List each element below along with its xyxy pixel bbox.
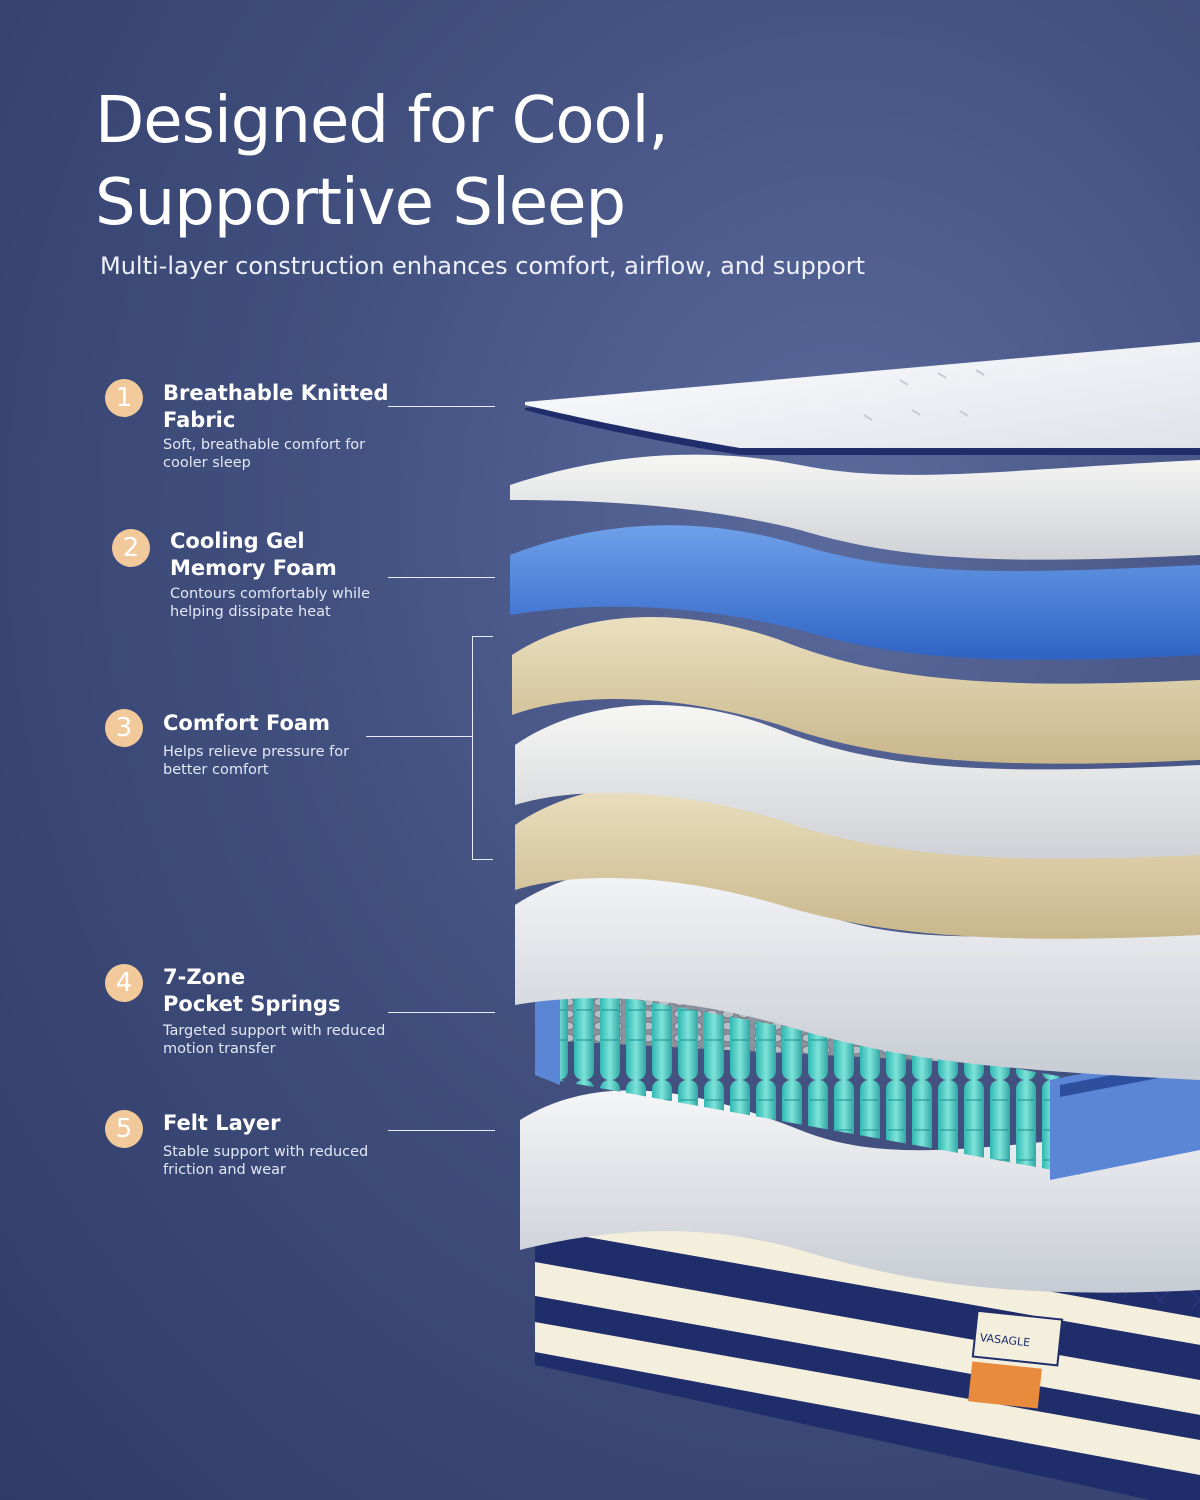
- layer-5-number-badge: 5: [105, 1110, 143, 1148]
- subtitle: Multi-layer construction enhances comfor…: [100, 252, 866, 280]
- layer-2-description: Contours comfortably while helping dissi…: [170, 585, 405, 621]
- felt-layer: [520, 1090, 1200, 1293]
- white-foam-layer: [510, 454, 1200, 560]
- layer-2-leader-line: [388, 577, 495, 578]
- brand-label: VASAGLE: [979, 1331, 1031, 1349]
- layer-2-description-line-2: helping dissipate heat: [170, 604, 331, 620]
- layer-4-leader-line: [388, 1012, 495, 1013]
- layer-2-title-line-1: Cooling Gel: [170, 529, 305, 553]
- layer-5-title: Felt Layer: [163, 1111, 281, 1135]
- layer-4-title-line-2: Pocket Springs: [163, 992, 341, 1016]
- layer-3-description-line-1: Helps relieve pressure for: [163, 744, 350, 760]
- layer-1-description-line-1: Soft, breathable comfort for: [163, 437, 366, 453]
- layer-2-title-line-2: Memory Foam: [170, 556, 337, 580]
- support-foam-white-layer: [515, 704, 1200, 859]
- layer-1-title-line-2: Fabric: [163, 408, 236, 432]
- layer-5-description: Stable support with reduced friction and…: [163, 1143, 398, 1179]
- layer-3-description-line-2: better comfort: [163, 762, 269, 778]
- headline-line-1: Designed for Cool,: [95, 84, 669, 158]
- layer-3-description: Helps relieve pressure for better comfor…: [163, 743, 398, 779]
- layer-4-description: Targeted support with reduced motion tra…: [163, 1022, 398, 1058]
- layer-5-description-line-1: Stable support with reduced: [163, 1144, 369, 1160]
- headline: Designed for Cool, Supportive Sleep: [95, 80, 995, 244]
- layer-4-description-line-1: Targeted support with reduced: [163, 1023, 386, 1039]
- fiber-layer: [515, 867, 1200, 1080]
- layer-1-number-badge: 1: [105, 379, 143, 417]
- comfort-foam-layer-1: [512, 617, 1200, 764]
- layer-2-number-badge: 2: [112, 529, 150, 567]
- layer-1-title-line-1: Breathable Knitted: [163, 381, 389, 405]
- layer-1-title: Breathable Knitted Fabric: [163, 380, 403, 434]
- comfort-foam-layer-3: [515, 784, 1200, 939]
- layer-3-leader-line: [366, 736, 472, 737]
- layer-4-number-badge: 4: [105, 964, 143, 1002]
- headline-line-2: Supportive Sleep: [95, 166, 626, 240]
- layer-3-title: Comfort Foam: [163, 711, 330, 735]
- layer-4-title-line-1: 7-Zone: [163, 965, 246, 989]
- cooling-gel-layer: [510, 525, 1200, 660]
- layer-3-bracket: [472, 636, 493, 860]
- layer-5-leader-line: [388, 1130, 495, 1131]
- knitted-fabric-layer: [525, 342, 1200, 455]
- layer-4-title: 7-Zone Pocket Springs: [163, 964, 403, 1018]
- layer-1-description: Soft, breathable comfort for cooler slee…: [163, 436, 398, 472]
- layer-3-number-badge: 3: [105, 709, 143, 747]
- layer-4-description-line-2: motion transfer: [163, 1041, 276, 1057]
- layer-5-description-line-2: friction and wear: [163, 1162, 286, 1178]
- layer-1-description-line-2: cooler sleep: [163, 455, 251, 471]
- layer-2-description-line-1: Contours comfortably while: [170, 586, 370, 602]
- layer-1-leader-line: [388, 406, 495, 407]
- layer-2-title: Cooling Gel Memory Foam: [170, 528, 410, 582]
